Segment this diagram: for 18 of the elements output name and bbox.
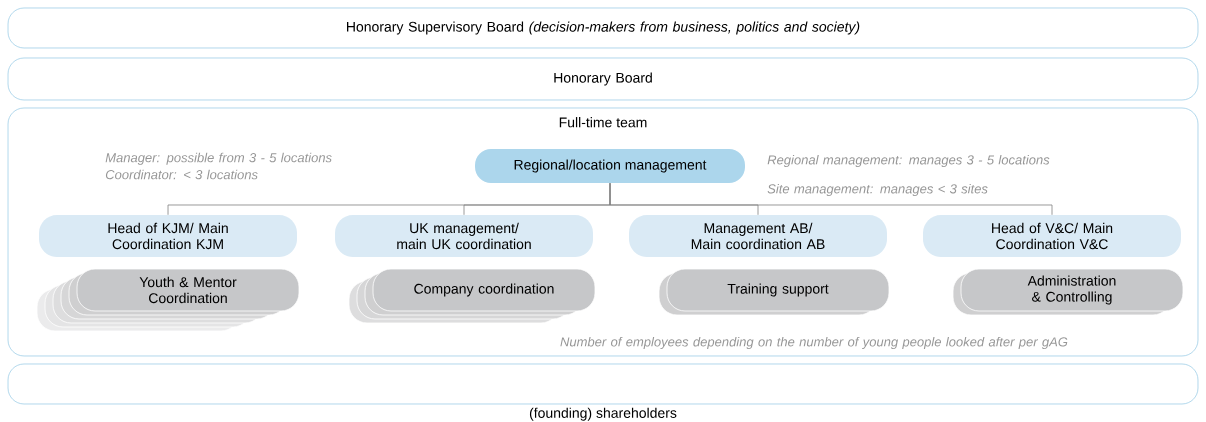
note: Manager: possible from 3 - 5 locations Coordinator: < 3 locations [105, 152, 332, 180]
connector-line [609, 182, 1053, 216]
stacked-box: Company coordination [348, 268, 596, 324]
stacked-box: Youth & Mentor Coordination [36, 268, 300, 332]
stacked-box: Administration & Controlling [952, 268, 1184, 316]
rounded-box: Head of V&C/ Main Coordination V&C [923, 215, 1181, 257]
note: Regional management: manages 3 - 5 locations [767, 154, 1050, 168]
note: Number of employees depending on the number of young people looked after per gAG [560, 336, 1068, 350]
band: (founding) shareholders [7, 363, 1199, 421]
rounded-box: Management AB/ Main coordination AB [629, 215, 887, 257]
node-label: (founding) shareholders [529, 407, 677, 421]
rounded-box: Head of KJM/ Main Coordination KJM [39, 215, 297, 257]
note: Site management: manages < 3 sites [767, 183, 988, 197]
rounded-box: UK management/ main UK coordination [335, 215, 593, 257]
stacked-box: Training support [658, 268, 890, 316]
rounded-box: Regional/location management [475, 149, 745, 183]
band: Honorary Board [7, 57, 1199, 101]
band: Honorary Supervisory Board (decision-makers from business, politics and society) [7, 7, 1199, 49]
